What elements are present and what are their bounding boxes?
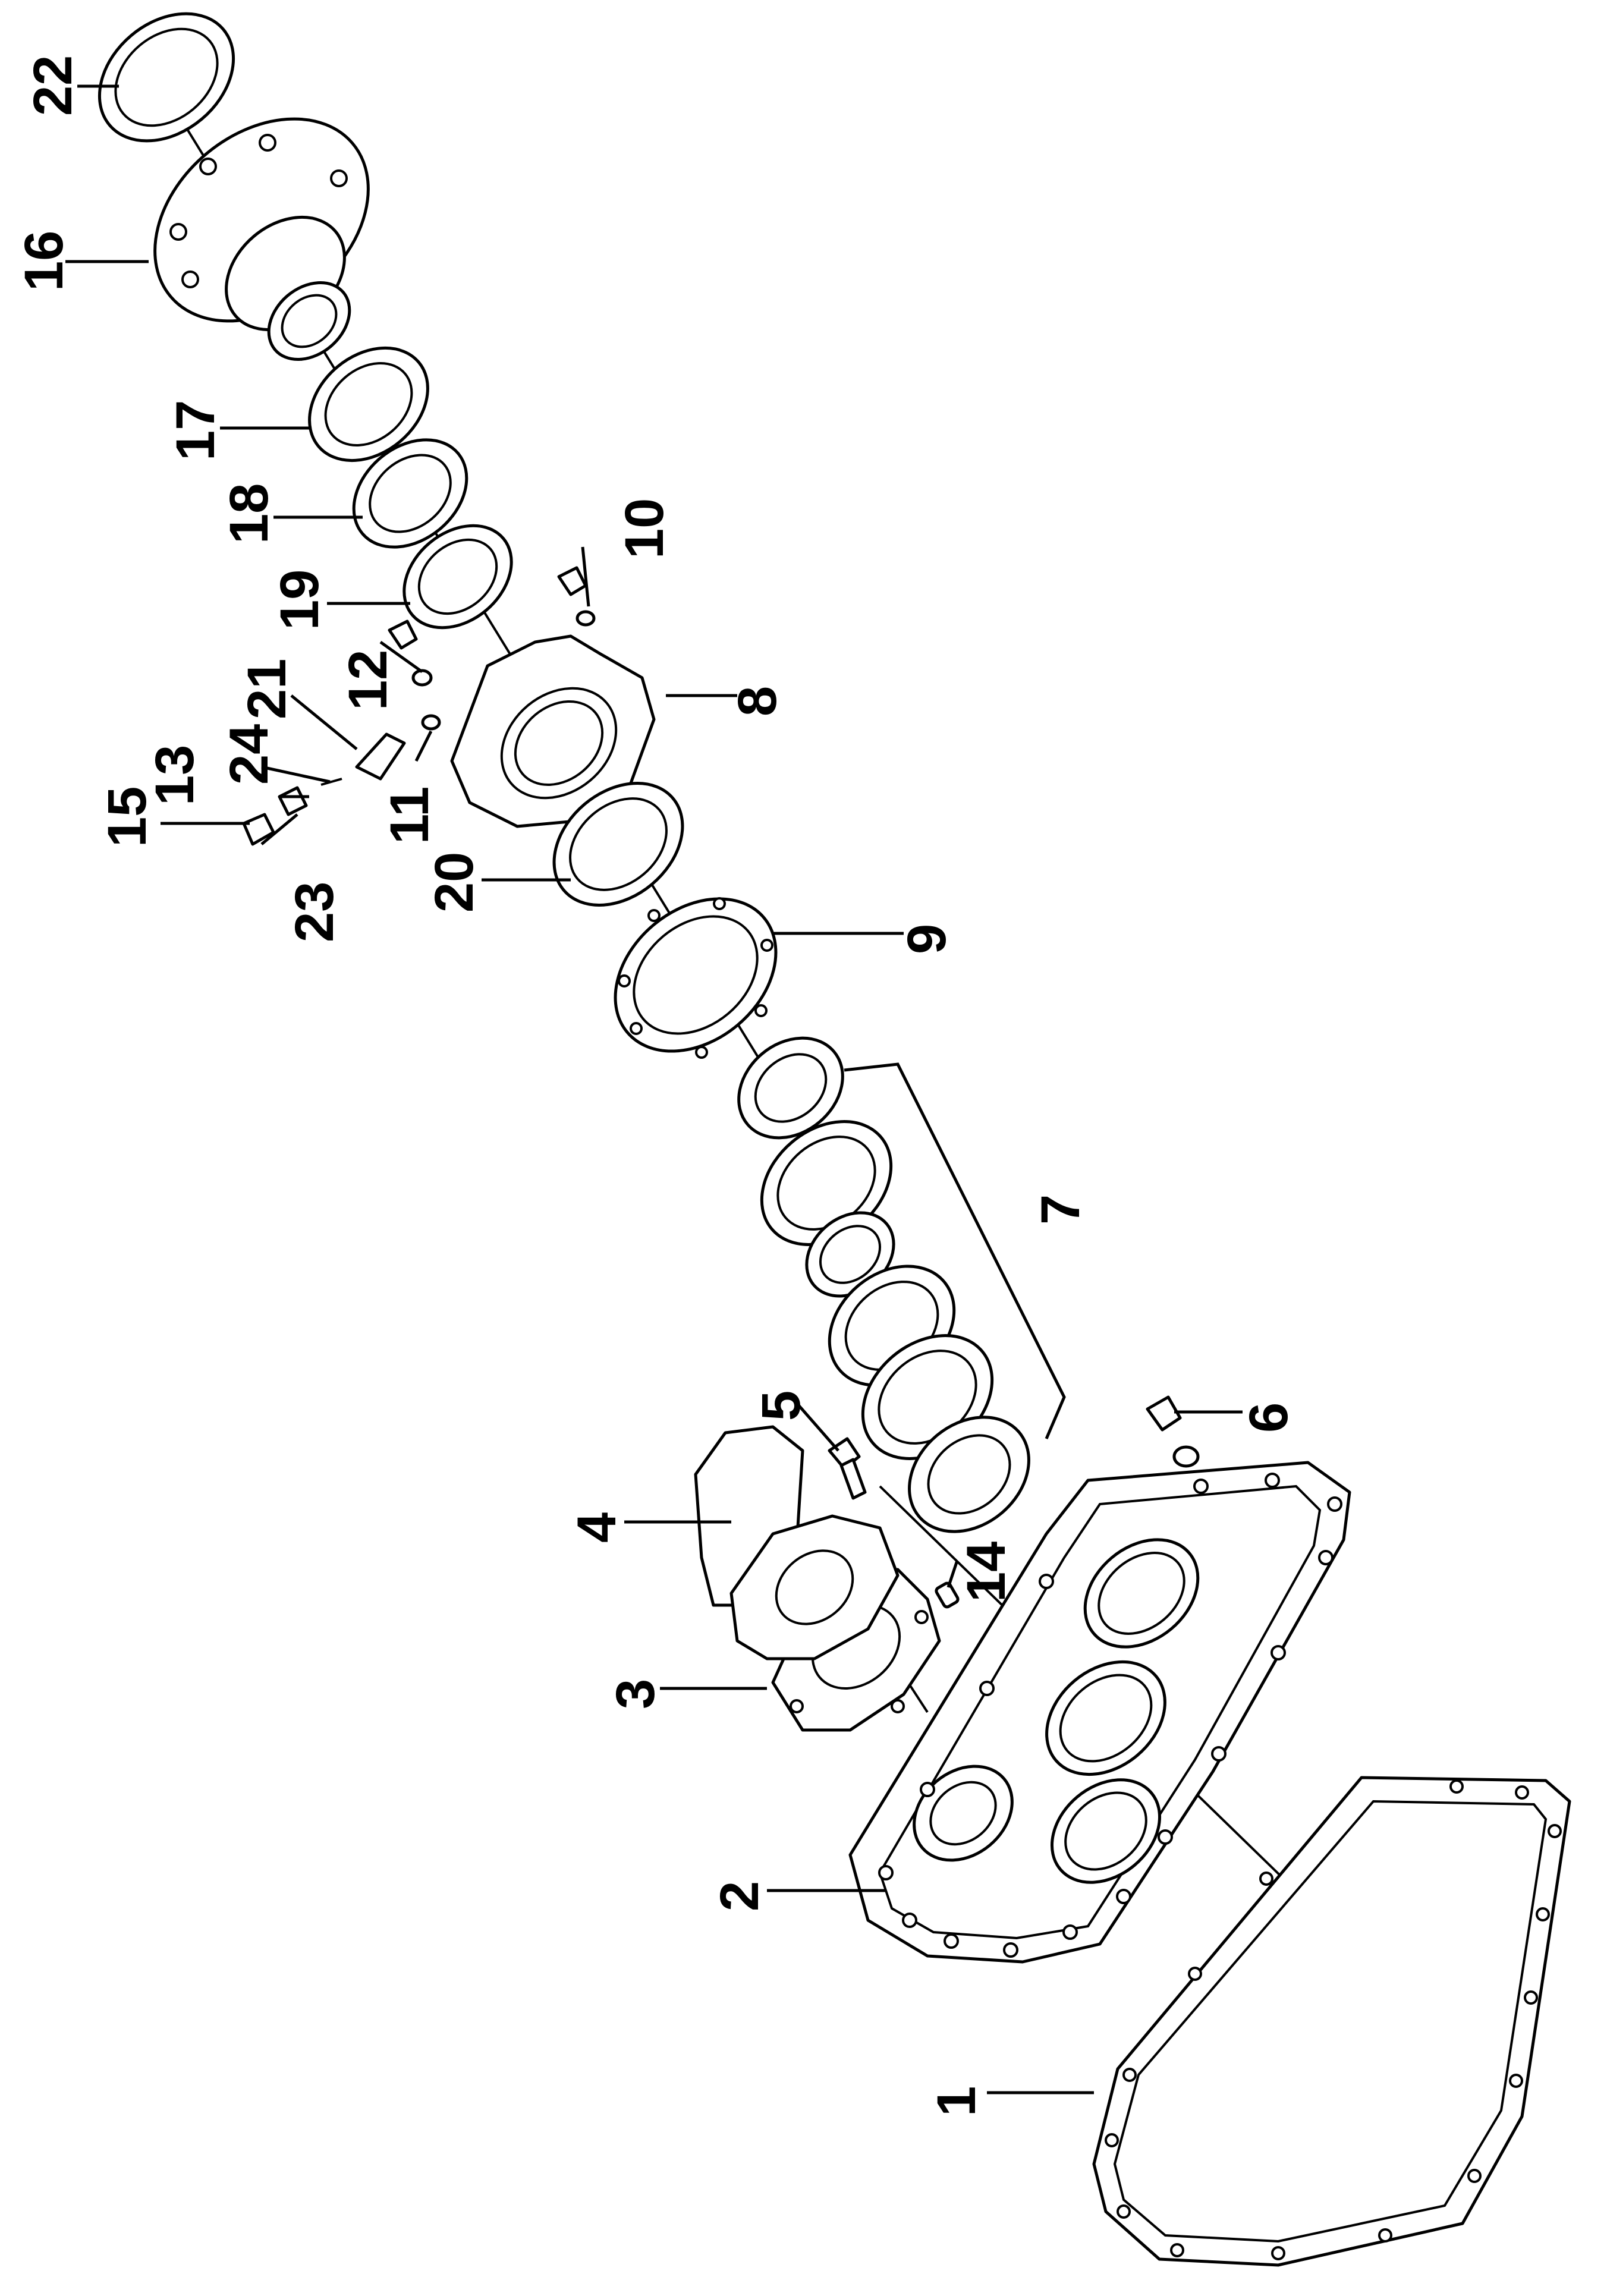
callout-23: 23 xyxy=(284,882,345,942)
part-6-screw xyxy=(1146,1395,1200,1468)
callout-20: 20 xyxy=(424,852,485,913)
callout-13: 13 xyxy=(144,745,205,806)
gasket-bolt-holes xyxy=(1105,1779,1562,2260)
part-11-washer xyxy=(421,714,441,731)
part-7-bearing-set xyxy=(737,1036,1066,1533)
part-15-cap xyxy=(242,813,275,846)
callout-22: 22 xyxy=(23,55,83,116)
part-14-pin xyxy=(935,1581,960,1609)
callout-3: 3 xyxy=(605,1679,666,1709)
part-13-plug xyxy=(278,786,308,816)
callout-5: 5 xyxy=(751,1391,812,1421)
callout-1: 1 xyxy=(926,2086,987,2116)
part-2-housing xyxy=(848,1461,1351,1964)
part-18-spacer-ring xyxy=(352,438,468,549)
part-12-screw xyxy=(388,619,433,687)
callout-15: 15 xyxy=(97,787,158,847)
callout-8: 8 xyxy=(727,686,788,716)
callout-4: 4 xyxy=(567,1512,627,1543)
callout-21: 21 xyxy=(237,659,297,719)
part-9-flange-ring xyxy=(614,897,778,1059)
callout-18: 18 xyxy=(219,483,279,544)
callout-24: 24 xyxy=(219,724,279,785)
part-16-output-flange xyxy=(153,117,370,361)
part-1-gasket xyxy=(1092,1776,1571,2267)
part-19-seal xyxy=(402,524,513,630)
part-21-sensor xyxy=(355,732,406,781)
callout-6: 6 xyxy=(1238,1402,1299,1433)
callout-2: 2 xyxy=(709,1881,770,1911)
housing-bolt-holes xyxy=(878,1473,1342,1958)
part-5-screw xyxy=(828,1437,867,1500)
callout-labels: 1 2 3 4 5 6 7 8 9 10 11 12 13 14 15 16 1… xyxy=(14,55,1299,2116)
part-24-pin xyxy=(320,778,342,786)
part-22-ring xyxy=(98,12,235,143)
callout-16: 16 xyxy=(14,231,74,291)
callout-9: 9 xyxy=(897,924,957,954)
part-20-threaded-ring xyxy=(552,782,684,907)
callout-19: 19 xyxy=(269,570,330,630)
callout-17: 17 xyxy=(165,400,226,461)
callout-12: 12 xyxy=(338,650,398,710)
callout-10: 10 xyxy=(614,498,675,559)
callout-7: 7 xyxy=(1030,1194,1091,1225)
part-4-motor-cover xyxy=(694,1425,900,1660)
part-17-bearing xyxy=(308,346,429,463)
callout-leader-lines xyxy=(65,84,1243,2094)
callout-11: 11 xyxy=(379,787,440,844)
part-8-bearing-housing xyxy=(450,634,656,828)
callout-14: 14 xyxy=(956,1542,1017,1602)
